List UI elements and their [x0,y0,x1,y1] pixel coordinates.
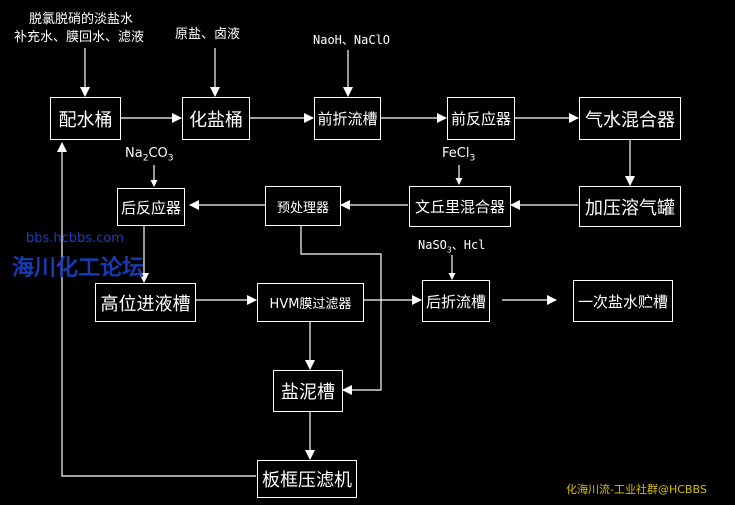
raw-salt-label: 原盐、卤液 [175,27,241,42]
node-yiciyanshui: 一次盐水贮槽 [573,280,673,322]
arrow-bankuang-return-to-peishuitong [57,142,256,477]
node-yanni: 盐泥槽 [273,370,343,412]
feed-label-line2: 补充水、膜回水、滤液 [14,30,145,45]
node-houzheliucao: 后折流槽 [422,280,490,322]
footer-credit: 化海川流-工业社群@HCBBS [566,483,707,496]
naso3-sub: 3 [446,245,452,255]
node-huayantong: 化盐桶 [182,97,250,140]
node-peishuitong: 配水桶 [50,97,121,140]
node-bankuang: 板框压滤机 [257,460,357,498]
feed-label-line1: 脱氯脱硝的淡盐水 [29,12,134,27]
node-qianfanyingqi: 前反应器 [447,97,515,140]
arrow-yuchuli-to-yanni [300,226,382,395]
na2co3-label: Na2CO3 [125,146,173,164]
na2co3-sub: 2 [142,153,149,164]
watermark-url: bbs.hcbbs.com [26,231,124,246]
naso3-label: NaSO3、Hcl [418,238,485,255]
na2co3-suffix: CO [148,146,168,161]
node-wenqiulihunheqi: 文丘里混合器 [409,186,511,227]
node-gaoweijinyecao: 高位进液槽 [95,283,196,322]
watermark-name: 海川化工论坛 [12,256,145,281]
na2co3-sub2: 3 [167,153,174,164]
node-qianzheliucao: 前折流槽 [314,97,381,140]
na2co3-prefix: Na [125,146,143,161]
fecl3-prefix: FeCl [442,146,470,161]
naso3-suffix: 、Hcl [451,238,486,252]
node-yuchuliqi: 预处理器 [265,186,341,226]
node-houfanyingqi: 后反应器 [117,188,185,226]
naoh-label: NaoH、NaClO [313,33,391,47]
node-hvm: HVM膜过滤器 [257,283,364,322]
node-jiayarongqiguan: 加压溶气罐 [579,186,681,227]
naso3-prefix: NaSO [418,238,447,252]
fecl3-label: FeCl3 [442,146,475,164]
node-qishuihunheqi: 气水混合器 [579,97,681,140]
fecl3-sub: 3 [469,153,476,164]
